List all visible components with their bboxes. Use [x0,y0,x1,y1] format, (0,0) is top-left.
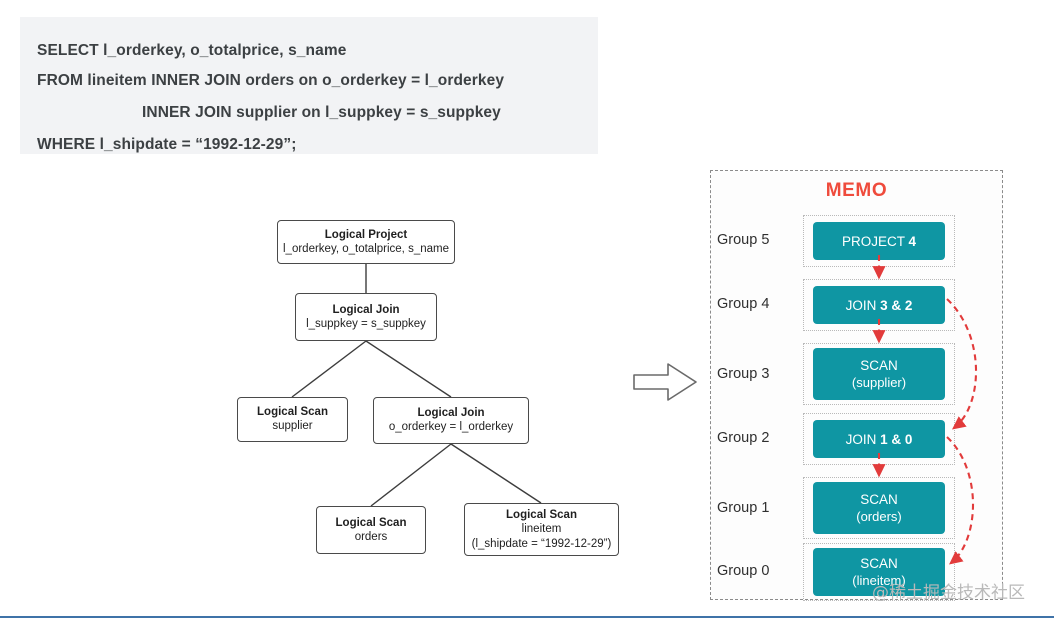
node-subtitle: o_orderkey = l_orderkey [388,421,514,434]
node-subtitle: l_suppkey = s_suppkey [306,317,426,330]
node-predicate: (l_shipdate = “1992-12-29”) [471,537,612,550]
bottom-rule [0,616,1054,618]
tree-node-logical-project[interactable]: Logical Project l_orderkey, o_totalprice… [277,220,455,264]
node-title: Logical Scan [506,509,577,521]
node-title: Logical Project [324,228,408,241]
expr-table: (orders) [856,509,902,524]
sql-line-from: FROM lineitem INNER JOIN orders on o_ord… [37,72,505,89]
group-container-5: PROJECT 4 [803,215,955,267]
group-label-3: Group 3 [717,366,770,382]
right-arrow-icon [633,363,697,401]
group-label-4: Group 4 [717,296,770,312]
expr-prefix: SCAN [860,358,898,373]
group-label-2: Group 2 [717,430,770,446]
group-container-3: SCAN (supplier) [803,343,955,405]
expr-prefix: SCAN [860,492,898,507]
expr-prefix: JOIN [845,297,881,313]
tree-node-logical-scan-supplier[interactable]: Logical Scan supplier [237,397,348,442]
tree-connectors [291,264,542,507]
group-label-5: Group 5 [717,232,770,248]
memo-expr-join-1-0[interactable]: JOIN 1 & 0 [813,420,945,458]
memo-panel: MEMO Group 5 Group 4 Group 3 Group 2 Gro… [710,170,1003,601]
node-subtitle: l_orderkey, o_totalprice, s_name [283,242,449,255]
group-container-0: SCAN (lineitem) [803,543,955,601]
expr-table: (lineitem) [852,573,906,588]
tree-node-logical-join-supplier[interactable]: Logical Join l_suppkey = s_suppkey [295,293,437,341]
tree-node-logical-scan-orders[interactable]: Logical Scan orders [316,506,426,554]
group-container-2: JOIN 1 & 0 [803,413,955,465]
tree-node-logical-join-orders[interactable]: Logical Join o_orderkey = l_orderkey [373,397,529,444]
memo-expr-scan-lineitem[interactable]: SCAN (lineitem) [813,548,945,596]
node-subtitle: supplier [272,420,313,433]
group-container-4: JOIN 3 & 2 [803,279,955,331]
node-title: Logical Join [417,407,485,420]
expr-prefix: JOIN [845,431,881,447]
group-container-1: SCAN (orders) [803,477,955,539]
tree-node-logical-scan-lineitem[interactable]: Logical Scan lineitem (l_shipdate = “199… [464,503,619,556]
sql-query-panel: SELECT l_orderkey, o_totalprice, s_name … [20,17,598,154]
memo-expr-scan-supplier[interactable]: SCAN (supplier) [813,348,945,400]
expr-operands: 3 & 2 [880,297,913,313]
group-label-1: Group 1 [717,500,770,516]
group-label-0: Group 0 [717,563,770,579]
memo-expr-scan-orders[interactable]: SCAN (orders) [813,482,945,534]
node-subtitle: orders [354,530,388,543]
expr-operands: 4 [908,233,917,249]
expr-table: (supplier) [851,375,907,390]
node-title: Logical Scan [257,406,328,419]
expr-prefix: SCAN [860,556,898,571]
watermark: @稀土掘金技术社区 [872,583,1025,603]
logical-plan-tree: Logical Project l_orderkey, o_totalprice… [237,220,619,556]
memo-title: MEMO [825,180,888,201]
memo-expr-project-4[interactable]: PROJECT 4 [813,222,945,260]
node-title: Logical Join [332,303,400,316]
sql-line-select: SELECT l_orderkey, o_totalprice, s_name [37,42,347,59]
expr-prefix: PROJECT [841,233,909,249]
expr-operands: 1 & 0 [880,431,913,447]
node-title: Logical Scan [335,516,407,529]
memo-expr-join-3-2[interactable]: JOIN 3 & 2 [813,286,945,324]
sql-line-inner-join: INNER JOIN supplier on l_suppkey = s_sup… [142,104,501,121]
node-subtitle: lineitem [521,523,562,535]
sql-line-where: WHERE l_shipdate = “1992-12-29”; [37,136,297,153]
